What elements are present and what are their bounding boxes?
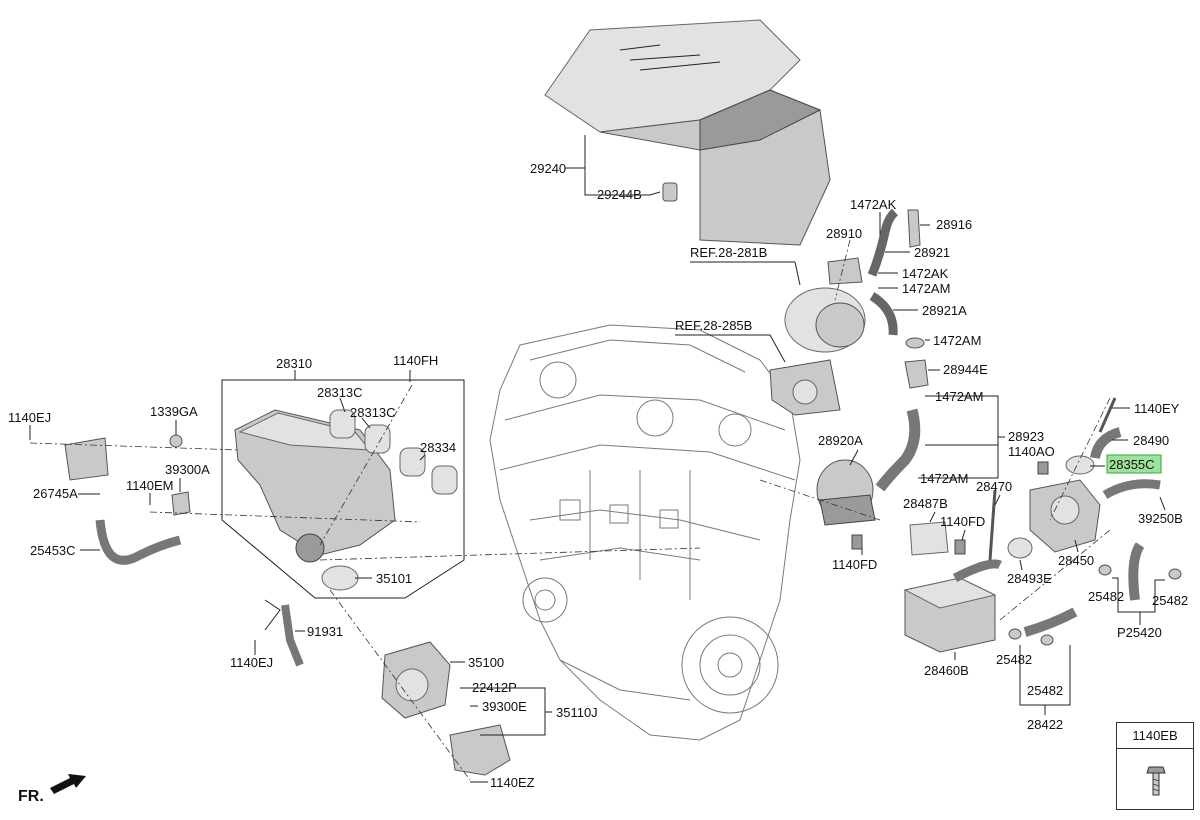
label-28422[interactable]: 28422 (1027, 717, 1063, 732)
label-1140em[interactable]: 1140EM (126, 478, 173, 493)
hose-28923[interactable] (875, 408, 921, 492)
label-28310[interactable]: 28310 (276, 356, 312, 371)
label-28921a[interactable]: 28921A (922, 303, 967, 318)
label-39250b[interactable]: 39250B (1138, 511, 1183, 526)
hose-28916[interactable] (907, 209, 921, 248)
hose-39250b[interactable] (1102, 479, 1161, 499)
bolt-1140ey[interactable] (1098, 397, 1117, 433)
clamp-1472am-28944e[interactable] (904, 337, 929, 389)
engine-block (489, 324, 801, 741)
label-28450[interactable]: 28450 (1058, 553, 1094, 568)
label-28313c-b[interactable]: 28313C (350, 405, 396, 420)
label-1339ga[interactable]: 1339GA (150, 404, 198, 419)
label-28921[interactable]: 28921 (914, 245, 950, 260)
bolt-1140fd-a[interactable] (851, 534, 863, 550)
label-ref-28281b[interactable]: REF.28-281B (690, 245, 767, 260)
label-35110j[interactable]: 35110J (556, 705, 598, 720)
hose-p25420[interactable] (1128, 542, 1145, 601)
label-1140fd-b[interactable]: 1140FD (940, 514, 985, 529)
label-25482-a[interactable]: 25482 (1088, 589, 1124, 604)
label-28470[interactable]: 28470 (976, 479, 1012, 494)
bolt-icon (1146, 766, 1166, 796)
label-1140fh[interactable]: 1140FH (393, 353, 438, 368)
egr-cooler-28460b[interactable] (903, 559, 1003, 653)
gasket-28487b[interactable] (909, 521, 949, 556)
label-25453c[interactable]: 25453C (30, 543, 76, 558)
clamps-25482[interactable] (1008, 564, 1182, 646)
label-29240[interactable]: 29240 (530, 161, 566, 176)
cover-grommet[interactable] (662, 182, 678, 202)
label-28493e[interactable]: 28493E (1007, 571, 1052, 586)
label-1140ej-a[interactable]: 1140EJ (8, 410, 51, 425)
actuator-35110j[interactable] (449, 724, 511, 776)
oring-35101[interactable] (321, 565, 359, 591)
bolt-1140fd-b[interactable] (954, 539, 966, 555)
label-1472am-a[interactable]: 1472AM (902, 281, 950, 296)
label-29244b[interactable]: 29244B (597, 187, 642, 202)
label-25482-d[interactable]: 25482 (1027, 683, 1063, 698)
label-1472ak-a[interactable]: 1472AK (850, 197, 897, 212)
label-35100[interactable]: 35100 (468, 655, 504, 670)
label-p25420[interactable]: P25420 (1117, 625, 1162, 640)
label-1140ao[interactable]: 1140AO (1008, 444, 1055, 459)
hose-28921a[interactable] (869, 292, 898, 336)
gasket-28493e[interactable] (1007, 537, 1033, 559)
bracket-39300a[interactable] (171, 491, 191, 516)
label-28334[interactable]: 28334 (420, 440, 456, 455)
label-1140ez[interactable]: 1140EZ (490, 775, 535, 790)
label-28916[interactable]: 28916 (936, 217, 972, 232)
front-label: FR. (18, 788, 44, 805)
label-1140ej-b[interactable]: 1140EJ (230, 655, 273, 670)
bolt-1140ao[interactable] (1037, 461, 1049, 475)
label-91931[interactable]: 91931 (307, 624, 343, 639)
label-25482-c[interactable]: 25482 (996, 652, 1032, 667)
label-1472am-c[interactable]: 1472AM (935, 389, 983, 404)
label-1140ey[interactable]: 1140EY (1134, 401, 1180, 416)
label-28355c[interactable]: 28355C (1109, 457, 1155, 472)
gasket-28355c[interactable] (1065, 455, 1095, 475)
label-28460b[interactable]: 28460B (924, 663, 969, 678)
hose-25453c[interactable] (95, 519, 182, 565)
label-22412p[interactable]: 22412P (472, 680, 517, 695)
label-1472ak-b[interactable]: 1472AK (902, 266, 949, 281)
label-25482-b[interactable]: 25482 (1152, 593, 1188, 608)
label-28490[interactable]: 28490 (1133, 433, 1169, 448)
label-39300e[interactable]: 39300E (482, 699, 527, 714)
label-28313c-a[interactable]: 28313C (317, 385, 363, 400)
egr-valve-28450[interactable] (1029, 479, 1101, 553)
legend-box-1140eb[interactable]: 1140EB (1116, 722, 1194, 810)
intake-manifold-28310[interactable] (234, 409, 396, 563)
hose-28921[interactable] (867, 208, 899, 277)
legend-title: 1140EB (1117, 723, 1193, 749)
label-ref-28285b[interactable]: REF.28-285B (675, 318, 752, 333)
front-orientation-marker: FR. (18, 770, 88, 810)
label-28910[interactable]: 28910 (826, 226, 862, 241)
label-28355c-highlight (1106, 454, 1162, 474)
throttle-body-35100[interactable] (381, 641, 451, 719)
front-arrow-icon (50, 774, 86, 794)
label-35101[interactable]: 35101 (376, 571, 412, 586)
label-1140fd-a[interactable]: 1140FD (832, 557, 877, 572)
label-28923[interactable]: 28923 (1008, 429, 1044, 444)
purge-valve-26745a[interactable] (64, 437, 109, 481)
label-28920a[interactable]: 28920A (818, 433, 863, 448)
engine-cover[interactable] (544, 19, 831, 246)
label-28944e[interactable]: 28944E (943, 362, 988, 377)
bracket-91931[interactable] (281, 604, 304, 667)
label-1472am-d[interactable]: 1472AM (920, 471, 968, 486)
grommet-1339ga[interactable] (169, 434, 183, 448)
bracket-28910[interactable] (827, 257, 863, 285)
turbo-ref-28285b (769, 359, 841, 416)
label-26745a[interactable]: 26745A (33, 486, 78, 501)
sensor-28470[interactable] (988, 489, 997, 561)
electric-pump-28920a[interactable] (816, 459, 876, 526)
hose-28422[interactable] (1023, 607, 1078, 637)
label-39300a[interactable]: 39300A (165, 462, 210, 477)
label-1472am-b[interactable]: 1472AM (933, 333, 981, 348)
pipe-28490[interactable] (1090, 427, 1122, 460)
label-28487b[interactable]: 28487B (903, 496, 948, 511)
gaskets-28313c-28334[interactable] (329, 409, 458, 495)
resonator-ref-28281b (784, 287, 866, 353)
